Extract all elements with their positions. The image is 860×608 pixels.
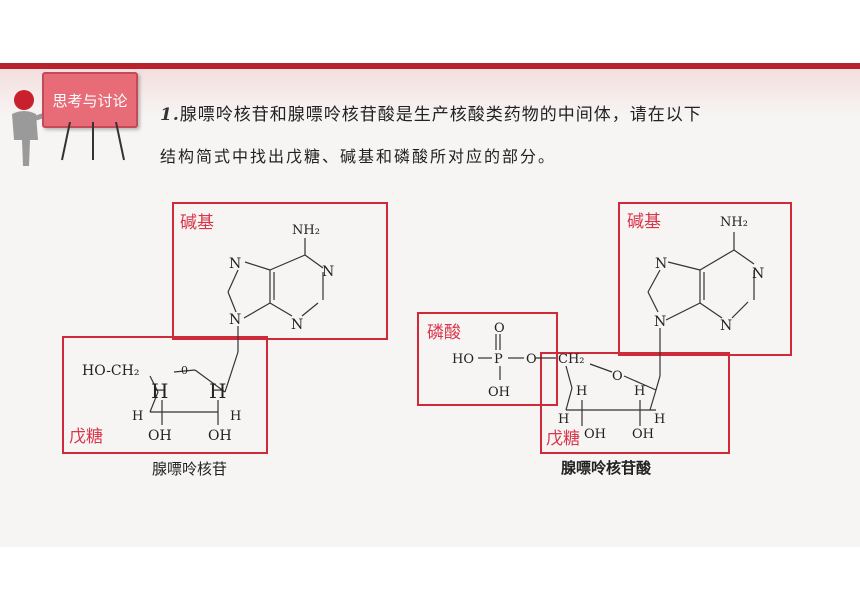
header-band xyxy=(0,63,860,118)
left-h1: H xyxy=(151,379,168,403)
right-n2: N xyxy=(655,256,667,272)
right-o-top: O xyxy=(494,321,505,336)
right-oh2: OH xyxy=(632,427,654,442)
easel-legs-icon xyxy=(61,122,125,161)
question-text-1: 腺嘌呤核苷和腺嘌呤核苷酸是生产核酸类药物的中间体，请在以下 xyxy=(179,105,702,125)
right-n4: N xyxy=(654,314,666,330)
left-h3: H xyxy=(132,409,143,424)
left-n2: N xyxy=(229,256,241,272)
left-nh2: NH₂ xyxy=(292,223,320,238)
right-h4: H xyxy=(654,412,665,427)
question-line-1: 1.腺嘌呤核苷和腺嘌呤核苷酸是生产核酸类药物的中间体，请在以下 xyxy=(160,100,702,125)
right-phosphate-box xyxy=(417,312,558,406)
discussion-badge: 思考与讨论 xyxy=(42,72,138,128)
right-h2: H xyxy=(634,384,645,399)
left-base-box xyxy=(172,202,388,340)
right-h3: H xyxy=(558,412,569,427)
left-caption: 腺嘌呤核苷 xyxy=(152,460,228,478)
right-nh2: NH₂ xyxy=(720,215,748,230)
left-n3: N xyxy=(291,317,303,333)
left-sugar-label: 戊糖 xyxy=(69,427,103,447)
right-caption: 腺嘌呤核苷酸 xyxy=(561,459,652,477)
left-n1: N xyxy=(322,264,334,280)
adenosine-structure: NH₂ N N N N HO-CH₂ 0 H H H H OH OH xyxy=(82,223,334,444)
left-ring-o: 0 xyxy=(181,364,188,377)
right-n3: N xyxy=(720,318,732,334)
right-o-bridge: O xyxy=(526,352,537,367)
right-n1: N xyxy=(752,266,764,282)
question-number: 1. xyxy=(160,105,180,125)
right-sugar-box xyxy=(540,352,730,454)
right-phosphate-label: 磷酸 xyxy=(427,323,461,343)
right-ring-o: O xyxy=(612,369,623,384)
left-ho-ch2: HO-CH₂ xyxy=(82,363,139,379)
right-oh-p: OH xyxy=(488,385,510,400)
right-ch2: CH₂ xyxy=(558,352,585,367)
right-base-label: 碱基 xyxy=(627,212,661,232)
left-h4: H xyxy=(230,409,241,424)
left-oh2: OH xyxy=(208,428,232,444)
amp-structure: NH₂ N N N N O HO P O OH CH₂ O H H H H OH… xyxy=(452,215,764,442)
right-p: P xyxy=(494,352,503,367)
right-oh1: OH xyxy=(584,427,606,442)
left-h2: H xyxy=(209,379,226,403)
slide-background xyxy=(0,63,860,547)
left-sugar-box xyxy=(62,336,268,454)
left-base-label: 碱基 xyxy=(180,213,214,233)
right-h1: H xyxy=(576,384,587,399)
right-base-box xyxy=(618,202,792,356)
badge-label: 思考与讨论 xyxy=(52,91,128,110)
question-line-2: 结构简式中找出戊糖、碱基和磷酸所对应的部分。 xyxy=(160,147,557,166)
right-sugar-label: 戊糖 xyxy=(546,429,580,449)
left-n4: N xyxy=(229,312,241,328)
right-ho: HO xyxy=(452,352,474,367)
left-oh1: OH xyxy=(148,428,172,444)
